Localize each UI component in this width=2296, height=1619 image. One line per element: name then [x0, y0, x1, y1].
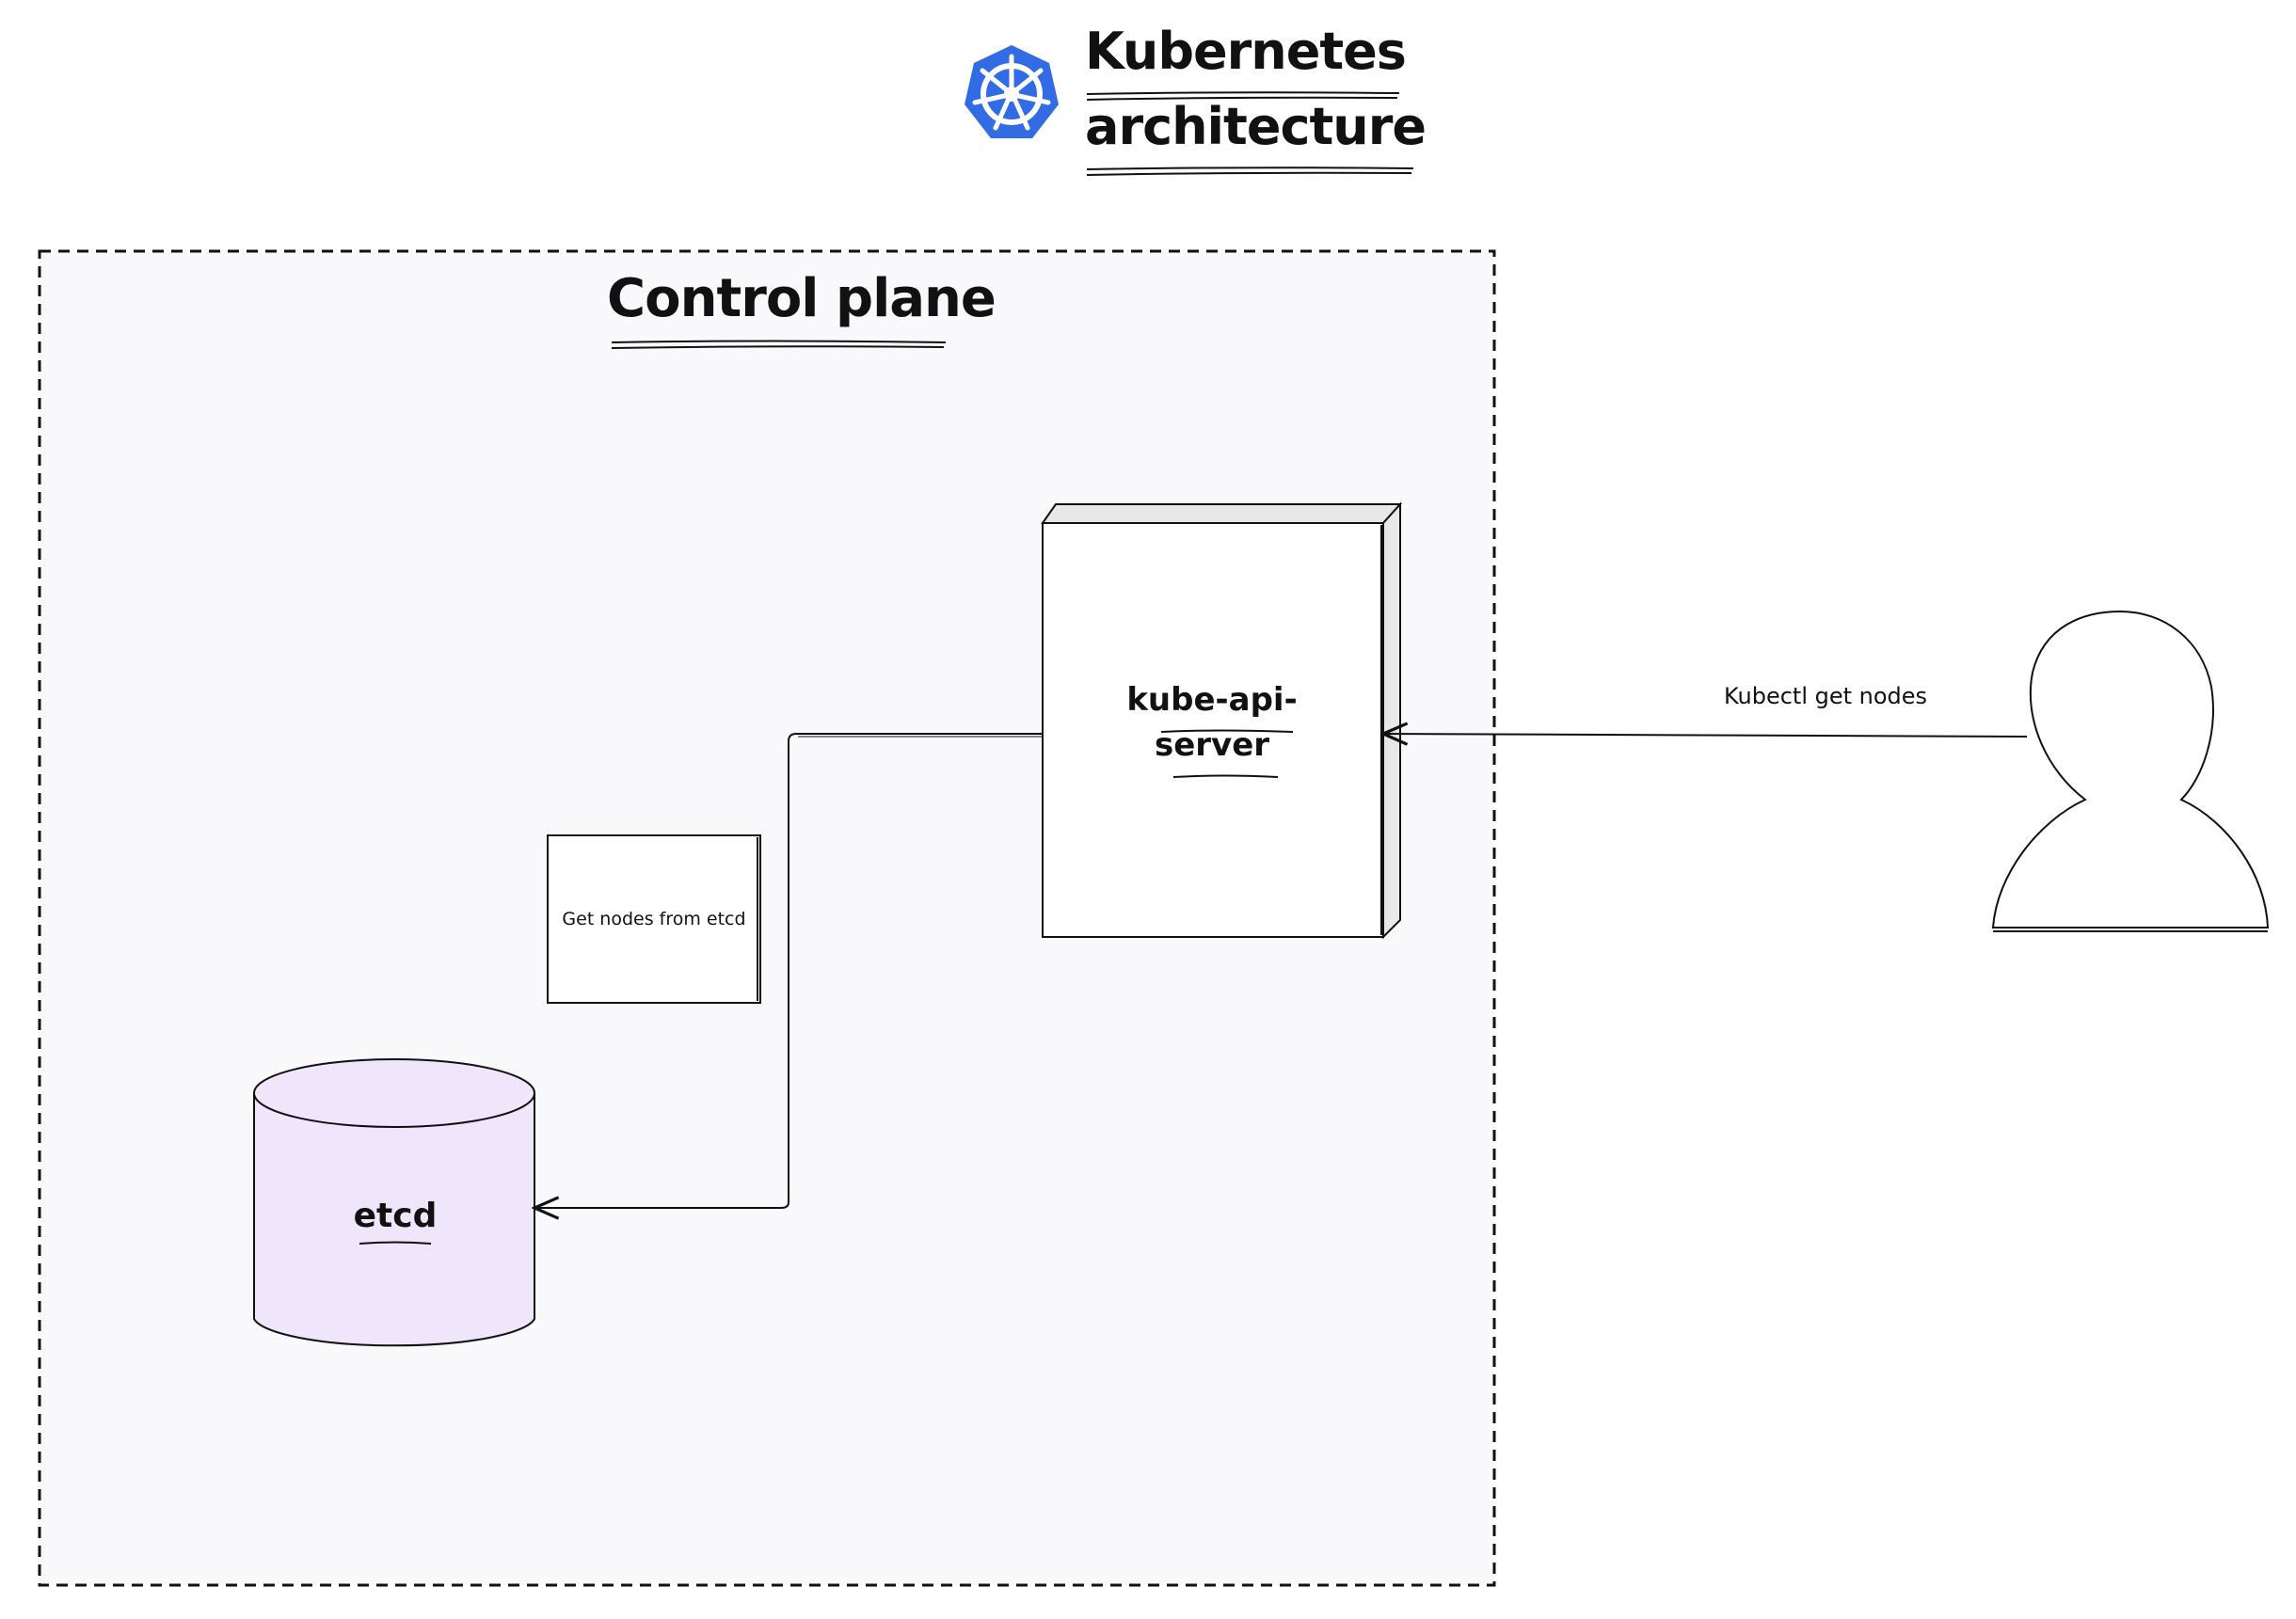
- api-server-label-line-1: kube-api-: [1126, 681, 1298, 719]
- edge-label-kubectl: Kubectl get nodes: [1723, 683, 1928, 709]
- diagram-title-line-2: architecture: [1085, 97, 1427, 156]
- etcd-label: etcd: [353, 1197, 438, 1235]
- kubernetes-logo-icon: [965, 45, 1059, 138]
- control-plane-title: Control plane: [607, 268, 997, 329]
- user-icon: [1991, 610, 2270, 932]
- api-server-label: kube-api- server: [1043, 677, 1381, 768]
- control-plane-area: [40, 249, 1494, 1585]
- note-text: Get nodes from etcd: [562, 909, 746, 929]
- diagram-title-line-1: Kubernetes: [1085, 22, 1407, 81]
- api-server-label-line-2: server: [1154, 726, 1270, 764]
